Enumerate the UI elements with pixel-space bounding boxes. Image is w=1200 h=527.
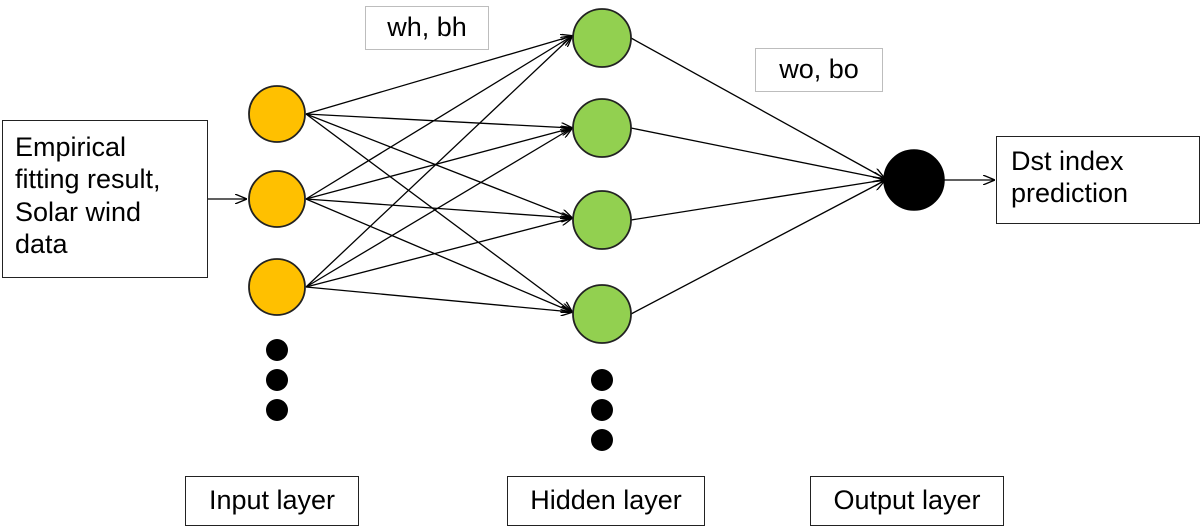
edge-i1-h4 [305, 113, 572, 312]
input-data-text: Empirical fitting result, Solar wind dat… [15, 132, 161, 260]
edge-i3-h1 [305, 36, 572, 288]
edge-i2-h1 [305, 36, 572, 200]
input-hidden-connections [305, 36, 572, 312]
input-layer-label: Input layer [185, 476, 359, 526]
output-layer-label: Output layer [810, 476, 1004, 526]
output-prediction-text: Dst index prediction [1011, 146, 1129, 209]
edge-i2-h2 [305, 128, 572, 200]
hidden-weights-label: wh, bh [365, 6, 489, 50]
hidden-node [572, 8, 632, 68]
input-layer-nodes [248, 85, 306, 316]
hidden-node [572, 284, 632, 344]
hidden-layer-nodes [572, 8, 632, 344]
input-data-box: Empirical fitting result, Solar wind dat… [2, 120, 208, 278]
hidden-layer-label: Hidden layer [507, 476, 705, 526]
output-prediction-box: Dst index prediction [996, 136, 1200, 224]
edge-i3-h2 [305, 128, 572, 288]
edge-i2-h3 [305, 198, 572, 218]
hidden-output-connections [630, 37, 884, 315]
edge-i2-h4 [305, 198, 572, 312]
hidden-node [572, 190, 632, 250]
edge-h2-o [630, 127, 884, 179]
output-weights-label: wo, bo [755, 48, 883, 92]
input-node [248, 170, 306, 228]
edge-i3-h4 [305, 286, 572, 312]
hidden-node [572, 98, 632, 158]
input-node [248, 85, 306, 143]
edge-i3-h3 [305, 218, 572, 288]
edge-h1-o [630, 37, 884, 178]
hidden-ellipsis [591, 369, 613, 451]
edge-h3-o [630, 180, 884, 221]
edge-h4-o [630, 181, 884, 315]
output-node [883, 149, 945, 211]
edge-i1-h2 [305, 113, 572, 128]
input-node [248, 258, 306, 316]
input-ellipsis [266, 339, 288, 421]
edge-i1-h3 [305, 113, 572, 218]
edge-i1-h1 [305, 36, 572, 115]
